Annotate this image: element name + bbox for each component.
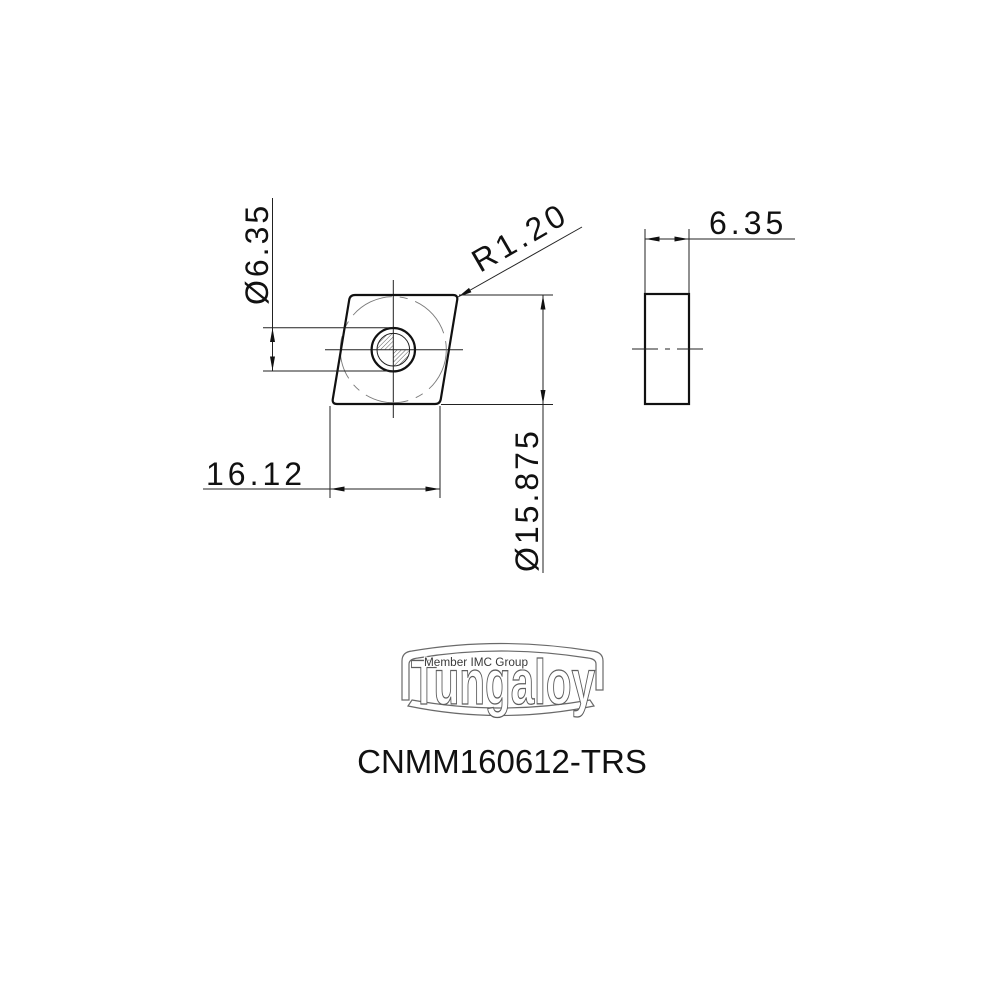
arrow-right-icon xyxy=(674,236,689,242)
leader-line xyxy=(457,226,583,298)
thickness-dimension: 6.35 xyxy=(644,205,795,293)
inscribed-circle-label: Ø15.875 xyxy=(509,428,545,572)
center-hole xyxy=(370,326,417,373)
thickness-label: 6.35 xyxy=(709,205,787,241)
arrow-down-icon xyxy=(270,356,275,371)
corner-radius-dimension: R1.20 xyxy=(457,195,583,298)
tungaloy-logo: Tungaloy Member IMC Group xyxy=(401,642,604,719)
hole-hatch-bottom-right xyxy=(393,349,410,366)
logo-top-arch xyxy=(401,642,604,701)
top-view: Ø6.35 R1.20 Ø15.875 16.12 xyxy=(203,195,583,573)
side-view: 6.35 xyxy=(632,205,795,406)
arrow-up-icon xyxy=(540,295,546,310)
leader-arrow-icon xyxy=(458,287,472,297)
logo-wordmark: Tungaloy xyxy=(411,648,595,718)
arrow-up-icon xyxy=(270,328,275,342)
hole-outer-circle xyxy=(370,326,417,373)
hole-diameter-label: Ø6.35 xyxy=(239,203,275,305)
corner-radius-label: R1.20 xyxy=(466,195,575,279)
length-label: 16.12 xyxy=(206,456,306,492)
arrow-right-icon xyxy=(425,486,440,492)
insert-outline xyxy=(331,293,459,406)
logo-bottom-arch xyxy=(407,699,595,717)
part-number: CNMM160612-TRS xyxy=(357,743,647,780)
hole-diameter-dimension: Ø6.35 xyxy=(239,198,393,372)
length-dimension: 16.12 xyxy=(203,406,441,498)
arrow-left-icon xyxy=(645,236,660,242)
inscribed-circle-dimension: Ø15.875 xyxy=(441,294,553,573)
arrow-left-icon xyxy=(330,486,345,492)
arrow-down-icon xyxy=(540,390,546,404)
logo-tagline: Member IMC Group xyxy=(424,657,528,669)
hole-inner-circle xyxy=(376,332,411,367)
hole-hatch-top-left xyxy=(377,333,394,350)
